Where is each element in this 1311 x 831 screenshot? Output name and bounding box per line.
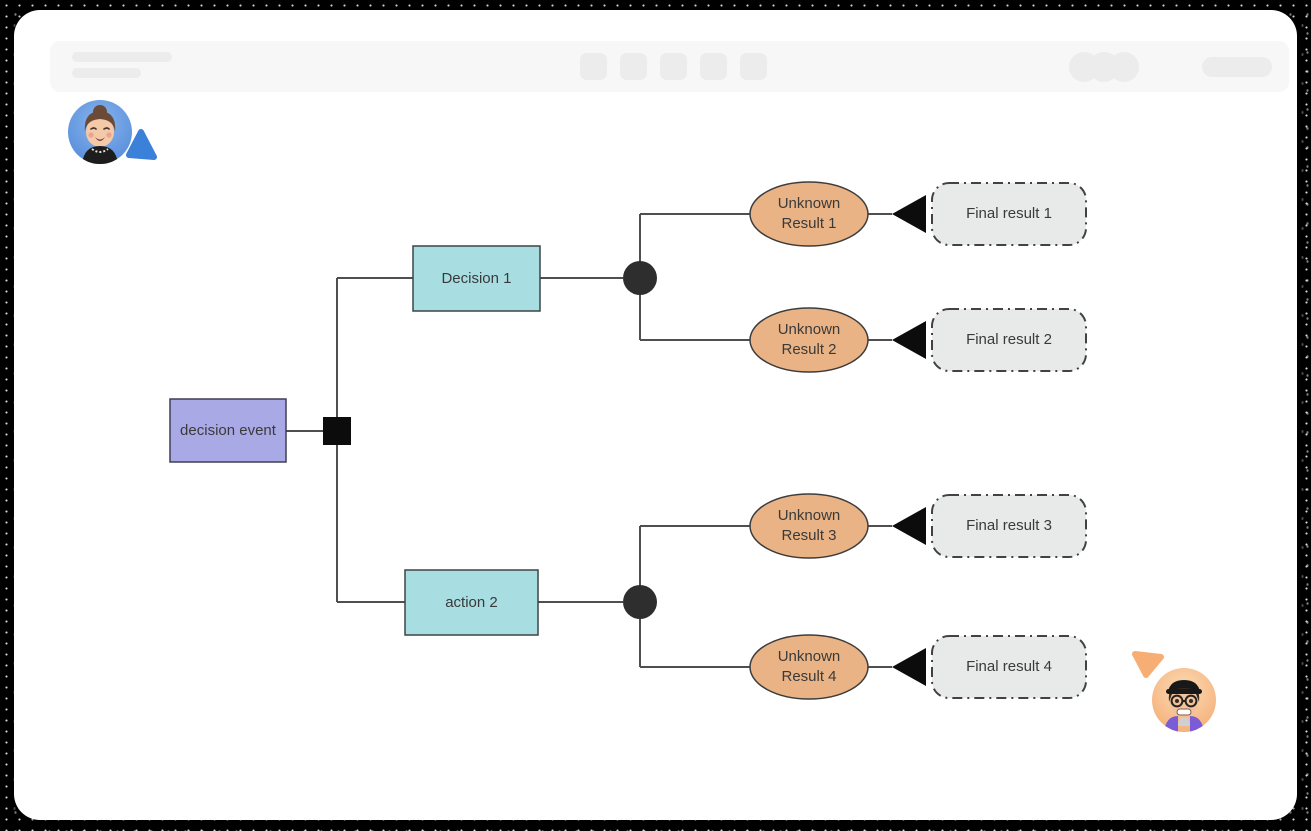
male-avatar-illustration [1164,680,1204,732]
decision-junction-square[interactable] [323,417,351,445]
toolbar-tool-button-2[interactable] [620,53,647,80]
toolbar-tool-button-3[interactable] [660,53,687,80]
unknown-result4-shape[interactable] [749,634,869,700]
arrowhead-4 [892,648,926,686]
collaborator-avatar-male[interactable] [1152,668,1216,732]
arrowhead-3 [892,507,926,545]
blue-collaborator-cursor-icon [126,129,157,160]
toolbar-title-placeholder [72,52,172,62]
toolbar-tool-button-1[interactable] [580,53,607,80]
unknown-result2-shape[interactable] [749,307,869,373]
connector-lines [286,213,892,668]
female-avatar-illustration [82,105,118,164]
unknown-result1-shape[interactable] [749,181,869,247]
toolbar-tool-button-4[interactable] [700,53,727,80]
arrowhead-1 [892,195,926,233]
final-result4-shape[interactable] [931,635,1087,699]
unknown-result3-shape[interactable] [749,493,869,559]
chance-node-1[interactable] [623,261,657,295]
browser-toolbar [50,41,1289,92]
collaborator-avatar-female[interactable] [68,100,132,164]
final-result3-shape[interactable] [931,494,1087,558]
toolbar-avatar-3[interactable] [1109,52,1139,82]
decision-event-shape[interactable] [169,398,287,463]
chance-node-2[interactable] [623,585,657,619]
toolbar-subtitle-placeholder [72,68,141,78]
final-result2-shape[interactable] [931,308,1087,372]
final-result1-shape[interactable] [931,182,1087,246]
toolbar-tool-button-5[interactable] [740,53,767,80]
decision1-shape[interactable] [412,245,541,312]
orange-collaborator-cursor-icon [1132,651,1164,678]
toolbar-share-button[interactable] [1202,57,1272,77]
arrowhead-2 [892,321,926,359]
action2-shape[interactable] [404,569,539,636]
